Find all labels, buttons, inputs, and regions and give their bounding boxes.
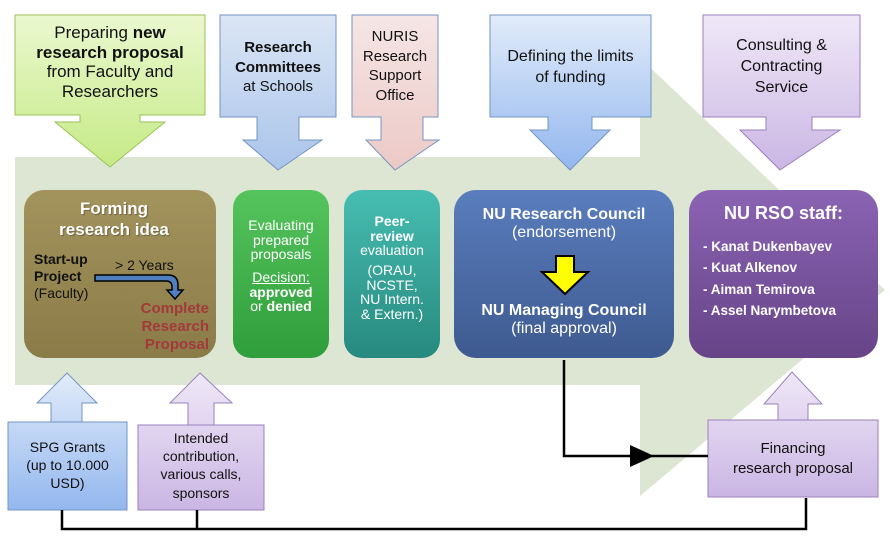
peer-line5: NCSTE, [366,276,418,293]
nuris-line4: Office [375,86,415,104]
approved-label: approved [249,283,313,300]
evaluating-box: Evaluating prepared proposals Decision: … [233,218,329,314]
startup-line1: Start-up [34,251,88,267]
nuris-line2: Research [362,47,428,65]
callout-spg-grants: SPG Grants (up to 10.000 USD) [8,438,127,493]
managing-council-sub: (final approval) [511,320,617,338]
startup-to-complete-arrow [94,274,185,301]
callout-spg-shape [7,372,128,511]
startup-faculty: (Faculty) [34,284,89,301]
forming-title-line1: Forming [80,199,148,218]
spg-line2: (up to 10.000 [26,457,109,474]
callout-intended-shape [137,372,265,511]
staff-member: - Aiman Temirova [703,281,815,297]
committees-line1: Research [244,39,312,56]
intended-line2: contribution, [162,448,240,465]
rso-staff-box: NU RSO staff: - Kanat Dukenbayev - Kuat … [689,203,878,322]
callout-preparing: Preparing new research proposal from Fac… [15,23,205,101]
nu-research-council: NU Research Council (endorsement) [454,206,674,243]
peer-line7: & Extern.) [360,306,424,323]
spg-line3: USD) [50,475,85,492]
complete-proposal-label: Complete Research Proposal [124,300,209,354]
financing-line2: research proposal [732,460,854,478]
managing-council-title: NU Managing Council [481,302,647,319]
spg-line1: SPG Grants [29,439,106,455]
peer-line4: (ORAU, [367,262,417,279]
peer-box-shape [344,190,440,358]
forming-box-shape [24,190,216,358]
intended-line4: sponsors [172,484,230,501]
callout-preparing-shape [14,14,206,168]
committees-line3: at Schools [242,78,314,95]
consulting-line2: Contracting [740,57,823,75]
peer-line2: review [370,227,414,244]
rso-staff-list: - Kanat Dukenbayev - Kuat Alkenov - Aima… [689,236,878,322]
denied-label: denied [266,298,312,315]
callout-consulting-shape [702,14,861,171]
research-council-sub: (endorsement) [511,224,617,242]
rso-title: NU RSO staff: [723,203,843,223]
preparing-line1a: Preparing [54,23,133,42]
startup-project-label: Start-up Project (Faculty) [34,251,88,301]
intended-line3: various calls, [160,466,242,483]
consulting-line3: Service [754,78,809,96]
preparing-line2: research proposal [36,42,184,62]
callout-funding: Defining the limits of funding [490,47,651,89]
funding-line2: of funding [535,68,606,86]
complete-line2: Research [141,318,209,335]
complete-line1: Complete [140,300,209,317]
staff-member: - Assel Narymbetova [703,303,837,319]
staff-member: - Kanat Dukenbayev [703,238,833,254]
callout-financing-shape [707,371,879,498]
preparing-line4: Researchers [61,81,159,101]
funding-sources-connector [60,498,808,531]
callout-committees: Research Committees at Schools [220,38,336,97]
forming-title-line2: research idea [59,220,169,240]
callout-nuris-shape [351,14,441,171]
committees-line2: Committees [235,58,321,76]
staff-member: - Kuat Alkenov [703,260,798,276]
peer-line1: Peer- [374,213,410,229]
callout-consulting: Consulting & Contracting Service [703,36,860,98]
preparing-line3: from Faculty and [46,62,174,82]
or-label: or [250,298,267,315]
financing-line1: Financing [760,440,826,457]
peer-line3: evaluation [360,242,424,259]
evaluating-line1: Evaluating [248,217,314,233]
decision-label: Decision: [252,269,310,286]
council-to-financing-line [562,360,708,458]
complete-line3: Proposal [144,336,209,353]
council-to-financing-arrowhead [630,445,654,467]
nuris-line3: Support [368,67,422,84]
callout-intended-contribution: Intended contribution, various calls, sp… [138,429,264,502]
evaluating-line3: proposals [250,246,312,263]
startup-line2: Project [34,267,82,284]
intended-line1: Intended [173,430,229,446]
nuris-line1: NURIS [371,28,419,45]
callout-funding-shape [489,14,652,171]
peer-review-box: Peer- review evaluation (ORAU, NCSTE, NU… [344,214,440,322]
research-council-title: NU Research Council [482,206,646,223]
council-down-arrow [539,255,591,296]
rso-box-shape [689,190,878,358]
evaluating-box-shape [233,190,329,358]
callout-financing: Financing research proposal [708,439,878,480]
forming-title: Forming research idea [24,198,204,241]
funding-line1: Defining the limits [507,48,634,65]
preparing-line1b: new [132,23,166,42]
evaluating-line2: prepared [252,231,310,248]
peer-line6: NU Intern. [360,291,424,308]
nu-managing-council: NU Managing Council (final approval) [454,302,674,339]
forming-research-idea-box: Forming research idea Start-up Project (… [24,190,216,358]
callout-committees-shape [219,14,337,171]
main-process-arrow [15,58,885,496]
callout-nuris: NURIS Research Support Office [352,27,438,105]
consulting-line1: Consulting & [736,37,827,54]
years-label: > 2 Years [115,257,174,273]
